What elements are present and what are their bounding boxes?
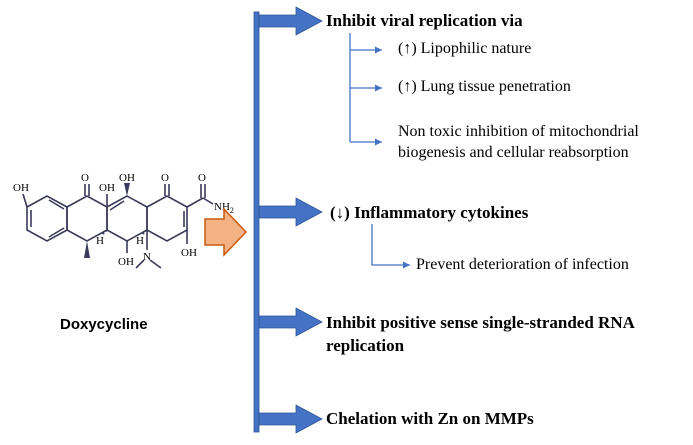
label-o-amide: O (198, 172, 206, 184)
effect-1-sub-3-line-2: biogenesis and cellular reabsorption (398, 144, 629, 161)
label-n-dimethyl: N (143, 251, 151, 263)
effect-4-heading: Chelation with Zn on MMPs (326, 409, 534, 428)
label-h-c5a: H (96, 235, 104, 247)
label-oh-c12: OH (99, 182, 115, 194)
label-o-c11: O (81, 172, 89, 184)
pointer-arrow (204, 207, 248, 257)
branch-arrow-1 (258, 6, 323, 36)
effect-1-sub-1: (↑) Lipophilic nature (398, 40, 532, 57)
label-o-c1: O (161, 172, 169, 184)
drug-name-label: Doxycycline (60, 316, 148, 333)
effect-1-heading: Inhibit viral replication via (326, 11, 523, 30)
effect-2-sub-1: Prevent deterioration of infection (416, 256, 629, 273)
effect-3-line-1: Inhibit positive sense single-stranded R… (326, 313, 635, 332)
effect-1-sub-3-line-1: Non toxic inhibition of mitochondrial (398, 123, 639, 140)
structure-labels: OH O OH OH O O NH2 OH OH H H N (13, 172, 234, 268)
label-oh-c12a: OH (119, 172, 135, 184)
label-oh-c3: OH (181, 247, 197, 259)
doxycycline-structure (22, 183, 214, 269)
branch-arrow-3 (258, 307, 323, 337)
effect-3-line-2: replication (326, 336, 405, 355)
ring-d (146, 195, 188, 242)
main-spine (253, 11, 260, 433)
effect-2-heading: (↓) Inflammatory cytokines (330, 203, 529, 222)
ring-a (26, 195, 68, 242)
branch-arrow-2 (258, 197, 323, 227)
branch-arrow-4 (258, 404, 323, 434)
label-oh-c5: OH (118, 256, 134, 268)
effect-1-sub-2: (↑) Lung tissue penetration (398, 78, 571, 95)
sub-branch-connector-2 (371, 224, 410, 269)
label-h-c4a: H (136, 235, 144, 247)
sub-branch-connectors-1 (349, 33, 382, 146)
label-oh-ring-d: OH (13, 182, 29, 194)
